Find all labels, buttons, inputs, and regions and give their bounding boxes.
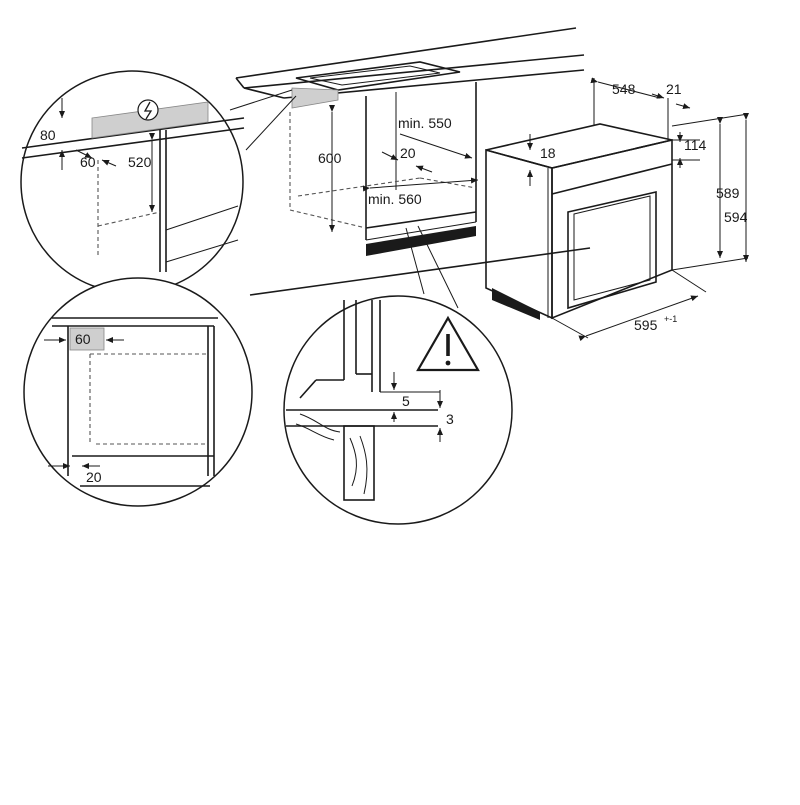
dim-60-side-label: 60 xyxy=(75,331,91,347)
hob-cabinet xyxy=(289,82,477,256)
hob xyxy=(291,61,461,109)
dim-21-label: 21 xyxy=(666,81,682,97)
dim-20-label: 20 xyxy=(400,145,416,161)
dim-20-side-label: 20 xyxy=(86,469,102,485)
dim-min560-label: min. 560 xyxy=(368,191,422,207)
detail-power-connection: 80 60 520 xyxy=(20,70,245,294)
detail-side-clearance: 60 20 xyxy=(23,277,253,507)
dim-594-label: 594 xyxy=(724,209,748,225)
dim-595-tolerance-label: +-1 xyxy=(664,314,677,324)
electric-hazard-icon xyxy=(137,99,159,121)
dim-80-label: 80 xyxy=(40,127,56,143)
dim-589-label: 589 xyxy=(716,185,740,201)
kickplate xyxy=(366,226,476,256)
dim-114-label: 114 xyxy=(684,137,707,153)
detail-gap: 5 3 xyxy=(283,295,513,525)
dim-595-label: 595 xyxy=(634,317,658,333)
power-connection-area xyxy=(291,87,339,109)
leader-detail-3a xyxy=(405,227,425,295)
leader-detail-3b xyxy=(417,225,459,309)
oven xyxy=(485,123,673,320)
oven-dimensions: 548 21 114 18 589 594 595 +-1 xyxy=(527,77,749,342)
hob-cabinet-dimensions: 600 min. 550 20 min. 560 xyxy=(318,105,479,232)
dim-18-label: 18 xyxy=(540,145,556,161)
dim-min550-label: min. 550 xyxy=(398,115,452,131)
leader-detail-1 xyxy=(245,95,297,151)
dim-548-label: 548 xyxy=(612,81,636,97)
dim-520-label: 520 xyxy=(128,154,152,170)
dim-600-label: 600 xyxy=(318,150,342,166)
oven-base xyxy=(492,288,540,320)
dim-5-label: 5 xyxy=(402,393,410,409)
side-clearance-area xyxy=(69,327,105,351)
dim-3-label: 3 xyxy=(446,411,454,427)
